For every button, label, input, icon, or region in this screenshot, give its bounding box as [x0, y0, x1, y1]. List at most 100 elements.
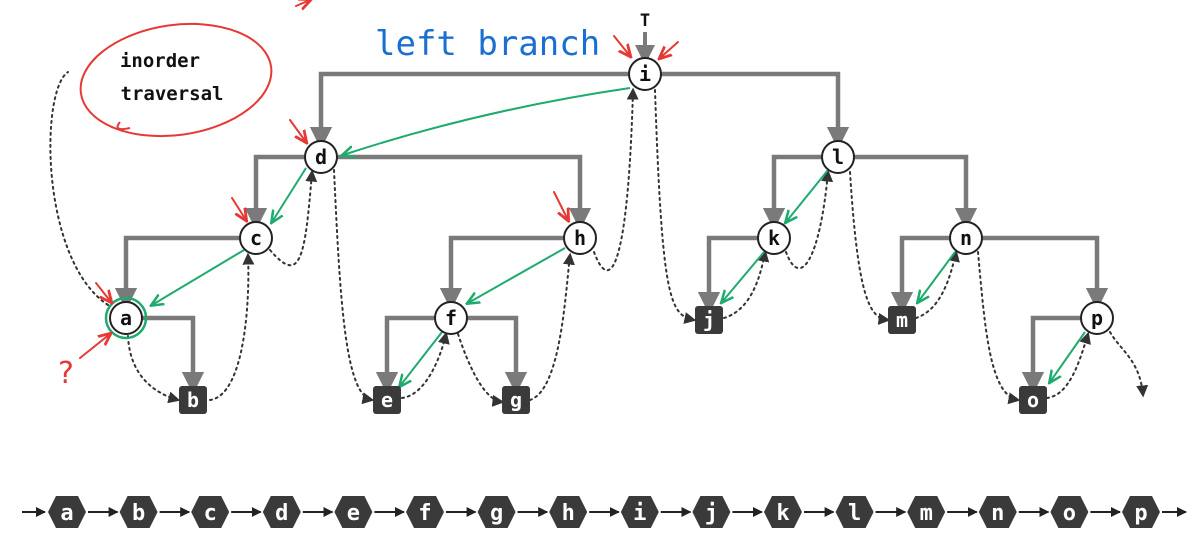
red-scribble-top: [295, 0, 310, 6]
node-g-box: [502, 386, 530, 414]
sequence-item-o-hex: [1050, 496, 1089, 528]
sequence-item-p-hex: [1122, 496, 1160, 528]
sequence-item-m: m: [907, 496, 946, 528]
node-b-label: b: [187, 388, 199, 412]
node-o-label: o: [1027, 388, 1039, 412]
tree-nodes: i d l c h k n a f p b e g j m o: [109, 57, 1114, 414]
sequence-item-e: e: [334, 496, 373, 528]
sequence-item-k: k: [764, 496, 802, 528]
thread-l-m: [849, 171, 891, 325]
node-k-circle: [757, 221, 791, 255]
node-a-circle: [109, 301, 143, 335]
edge-f-g: [451, 315, 528, 395]
node-l-label: l: [832, 145, 844, 169]
sequence-item-o: o: [1050, 496, 1089, 528]
node-m-label: m: [896, 308, 908, 332]
red-arrow-h: [553, 191, 568, 220]
question-mark-annotation: ?: [58, 356, 74, 391]
node-p: p: [1080, 301, 1114, 335]
node-g: g: [502, 386, 530, 414]
node-n-circle: [949, 221, 983, 255]
sequence-item-a-label: a: [60, 501, 73, 526]
inorder-traversal-note: inorder traversal: [79, 22, 273, 138]
thread-o-p: [1046, 331, 1091, 399]
sequence-item-m-hex: [907, 496, 946, 528]
sequence-item-b-hex: [119, 496, 158, 528]
red-arrow-a-bottom: [79, 334, 110, 359]
root-pointer: T: [635, 11, 655, 65]
node-i-circle: [628, 57, 662, 91]
edge-l-k: [762, 154, 838, 231]
thread-a-top: [49, 71, 109, 306]
node-f-label: f: [445, 306, 457, 330]
node-j: j: [695, 306, 723, 334]
sequence-item-h: h: [549, 496, 588, 528]
node-d-label: d: [315, 145, 327, 169]
sequence-item-f-label: f: [418, 501, 431, 526]
node-p-label: p: [1091, 306, 1103, 330]
thread-a-b: [127, 335, 181, 404]
node-h-label: h: [574, 226, 586, 250]
edge-n-p: [966, 235, 1109, 311]
sequence-item-c-label: c: [204, 501, 217, 526]
sequence-item-d-label: d: [275, 501, 288, 526]
node-m: m: [888, 306, 916, 334]
visit-markers-red: [79, 0, 679, 359]
thread-b-c: [209, 252, 255, 401]
sequence-item-i: i: [620, 496, 659, 528]
node-d-circle: [304, 140, 338, 174]
sequence-item-c-hex: [191, 496, 230, 528]
node-a-label: a: [120, 306, 132, 330]
thread-g-h: [529, 252, 575, 401]
sequence-item-l: l: [835, 496, 874, 528]
sequence-item-d: d: [262, 496, 301, 528]
thread-k-l: [785, 169, 834, 270]
green-p-o: [1050, 331, 1086, 382]
node-a-highlight-ring: [104, 296, 148, 340]
edge-i-d: [309, 71, 645, 150]
thread-f-g: [457, 333, 505, 407]
node-h-circle: [563, 221, 597, 255]
sequence-item-j-label: j: [705, 501, 718, 526]
green-k-j: [722, 251, 765, 302]
node-o-box: [1019, 386, 1047, 414]
sequence-item-j-hex: [692, 496, 731, 528]
traversal-path-green: [104, 87, 1086, 386]
node-e-label: e: [381, 388, 393, 412]
sequence-item-l-hex: [835, 496, 874, 528]
sequence-item-k-label: k: [776, 501, 789, 526]
sequence-item-e-label: e: [347, 501, 360, 526]
node-l-circle: [821, 140, 855, 174]
edge-d-c: [244, 154, 321, 231]
node-c-circle: [239, 221, 273, 255]
root-pointer-label: T: [640, 11, 650, 31]
green-h-f: [468, 247, 566, 303]
node-j-box: [695, 306, 723, 334]
node-i: i: [628, 57, 662, 91]
thread-h-i: [593, 87, 639, 272]
green-c-a: [152, 249, 245, 305]
note-circle: [79, 22, 273, 138]
sequence-item-g-label: g: [490, 501, 503, 526]
thread-j-k: [723, 249, 770, 319]
edge-d-h: [321, 154, 592, 231]
node-a: a: [109, 301, 143, 335]
red-arrow-i-left: [613, 35, 630, 56]
node-d: d: [304, 140, 338, 174]
thread-i-j: [654, 89, 697, 324]
node-o: o: [1019, 386, 1047, 414]
node-j-label: j: [703, 308, 715, 332]
sequence-item-p-label: p: [1134, 501, 1147, 526]
traversal-thread-dotted: [49, 71, 1149, 407]
node-n: n: [949, 221, 983, 255]
edge-k-j: [697, 235, 774, 315]
node-e: e: [373, 386, 401, 414]
left-branch-annotation: left branch: [375, 24, 600, 64]
node-c: c: [239, 221, 273, 255]
node-k: k: [757, 221, 791, 255]
note-tail: [116, 121, 131, 131]
green-d-c: [272, 167, 307, 222]
sequence-item-g: g: [477, 496, 516, 528]
edge-c-a: [114, 235, 256, 311]
